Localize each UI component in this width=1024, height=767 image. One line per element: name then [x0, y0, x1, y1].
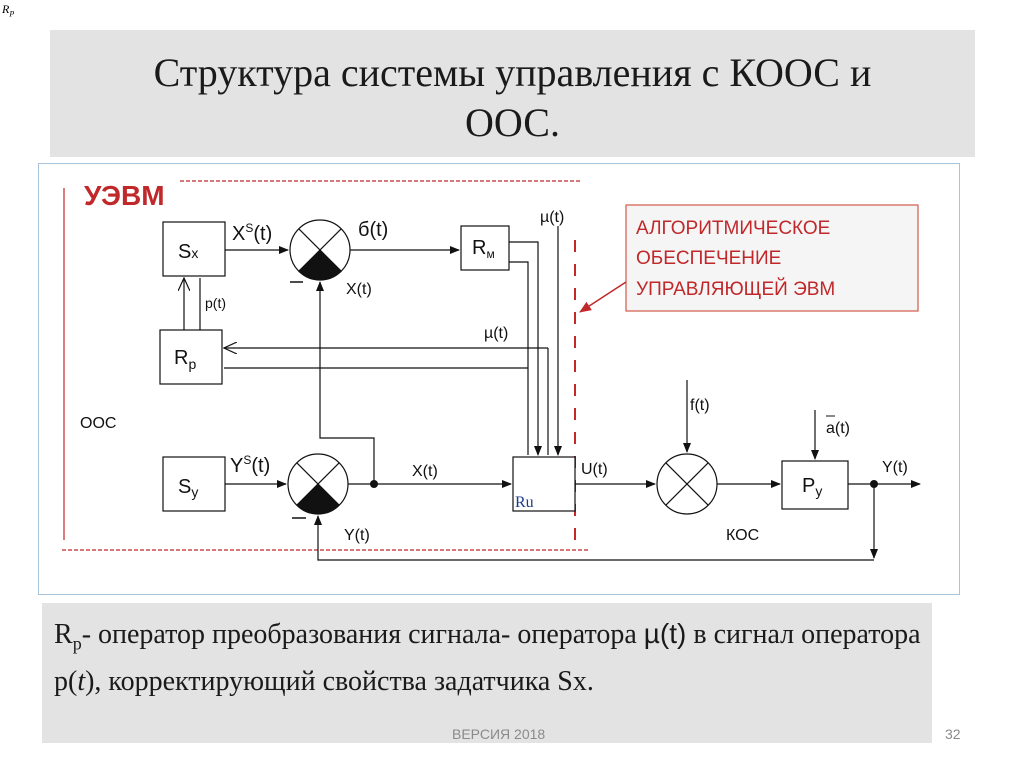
caption-text: Rp- оператор преобразования сигнала- опе… — [54, 615, 924, 700]
comparator-top — [289, 219, 351, 281]
block-py-label: Py — [802, 475, 822, 499]
block-rp — [159, 329, 223, 385]
algorithm-note-line-3: УПРАВЛЯЮЩЕЙ ЭВМ — [636, 278, 835, 300]
block-ru-label: Ru — [515, 494, 534, 511]
oos-label: ООС — [80, 415, 116, 432]
algorithm-note-box — [625, 204, 919, 312]
algorithm-note-line-2: ОБЕСПЕЧЕНИЕ — [636, 248, 781, 269]
block-sy-label: Sy — [178, 476, 198, 500]
signal-ft: f(t) — [690, 397, 710, 414]
caption-part-3: ), корректирующий свойства задатчика Sx. — [85, 665, 594, 697]
kos-label: КОС — [726, 527, 759, 544]
corner-mark: RP — [2, 2, 15, 19]
caption-box: Rp- оператор преобразования сигнала- опе… — [42, 603, 932, 743]
line-yt-feedback — [314, 515, 874, 561]
block-py — [781, 460, 849, 510]
signal-ys: YS(t) — [230, 453, 270, 477]
caption-t: t — [77, 665, 86, 697]
caption-part-1: - оператор преобразования сигнала- опера… — [81, 619, 644, 650]
block-sy — [162, 456, 226, 512]
line-rm-ru-inner — [509, 261, 529, 455]
signal-sigma: б(t) — [358, 219, 388, 241]
summing-junction-disturbance — [656, 453, 718, 515]
title-line-1: Структура системы управления с КООС и — [153, 50, 872, 95]
signal-yt-out: Y(t) — [882, 459, 908, 476]
signal-xt-bottom: X(t) — [412, 463, 438, 480]
junction-dot-yt — [870, 480, 878, 488]
algorithm-note-line-1: АЛГОРИТМИЧЕСКОЕ — [636, 218, 830, 239]
line-rm-ru-outer — [509, 241, 542, 456]
footer-version: ВЕРСИЯ 2018 — [452, 726, 546, 742]
signal-at: a(t) — [826, 420, 850, 437]
signal-mu-top: µ(t) — [540, 209, 564, 226]
signal-yt-bottom: Y(t) — [344, 527, 370, 544]
block-sx-label: Sx — [178, 241, 198, 263]
line-xt-feedback — [316, 281, 375, 484]
page-number: 32 — [945, 726, 961, 742]
signal-ut: U(t) — [581, 461, 608, 478]
caption-part-2: в сигнал оператора p( — [54, 619, 921, 697]
uevm-boundary — [62, 180, 588, 551]
page-title: Структура системы управления с КООС и ОО… — [50, 48, 975, 148]
caption-rp: Rp — [54, 619, 82, 654]
block-rm — [460, 225, 510, 271]
title-box: Структура системы управления с КООС и ОО… — [50, 30, 975, 157]
signal-xs: XS(t) — [232, 221, 272, 245]
block-rm-label: Rм — [472, 237, 495, 261]
signal-mu-mid: µ(t) — [484, 325, 508, 342]
title-line-2: ООС. — [465, 100, 560, 145]
block-rp-label: Rp — [174, 347, 196, 372]
caption-mu: µ(t) — [643, 618, 687, 649]
junction-dot-xt — [370, 480, 378, 488]
uevm-label: УЭВМ — [84, 180, 165, 211]
block-ru — [512, 456, 576, 512]
signal-pt: p(t) — [205, 295, 226, 311]
signal-xt-top: X(t) — [346, 281, 372, 298]
algorithm-note-arrow — [579, 281, 627, 313]
algorithm-note-text: АЛГОРИТМИЧЕСКОЕ ОБЕСПЕЧЕНИЕ УПРАВЛЯЮЩЕЙ … — [636, 218, 835, 300]
comparator-bottom — [287, 453, 349, 515]
block-sx — [162, 221, 226, 277]
